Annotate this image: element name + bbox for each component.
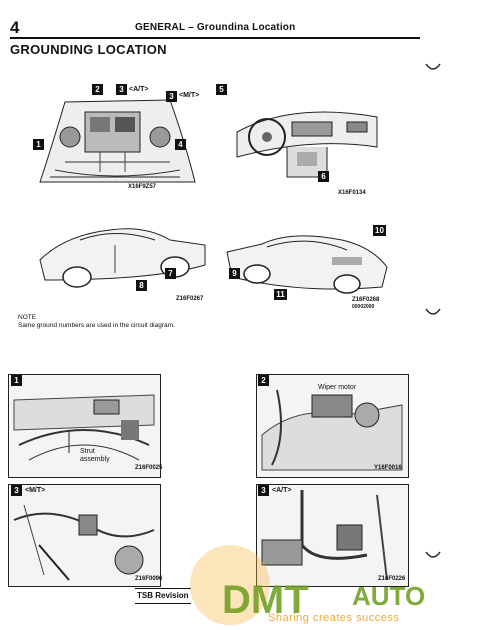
tsb-revision: TSB Revision	[137, 591, 189, 600]
note-text: Same ground numbers are used in the circ…	[18, 322, 175, 329]
figure-code-secondary: 00002000	[352, 304, 375, 310]
engine-bay-illustration	[30, 82, 200, 192]
panel-code: Y16F0016	[374, 465, 402, 471]
figure-code: Z16F0268	[352, 297, 380, 303]
figure-code: X16F0134	[338, 190, 366, 196]
note: NOTE Same ground numbers are used in the…	[18, 314, 175, 330]
ground-label-2: 2	[92, 84, 103, 95]
binder-mark-icon	[425, 551, 441, 558]
binder-mark-icon	[425, 308, 441, 315]
ground-label-8: 8	[136, 280, 147, 291]
panel-number: 3	[258, 485, 269, 496]
note-heading: NOTE	[18, 314, 37, 321]
svg-text:AUTO: AUTO	[352, 581, 425, 611]
panel-number: 1	[11, 375, 22, 386]
detail-panel-2	[256, 374, 409, 478]
running-title: GENERAL – Groundina Location	[135, 22, 296, 33]
page-number: 4	[10, 18, 20, 37]
dashboard-illustration	[232, 92, 382, 182]
mt-tag: <M/T>	[179, 92, 200, 99]
ground-label-5: 5	[216, 84, 227, 95]
ground-label-6: 6	[318, 171, 329, 182]
watermark-logo-icon: DMT AUTO	[222, 578, 425, 622]
ground-label-7: 7	[165, 268, 176, 279]
header-rule	[10, 37, 420, 39]
strut-assembly-callout: Strut assembly	[80, 448, 110, 463]
footer-box	[135, 588, 191, 604]
panel-code: Z16F0226	[378, 576, 406, 582]
ground-label-3-mt: 3	[166, 91, 177, 102]
wiper-motor-callout: Wiper motor	[318, 384, 357, 391]
panel-code: Z16F0096	[135, 576, 163, 582]
detail-panel-3-mt	[8, 484, 161, 587]
binder-mark-icon	[425, 63, 441, 70]
svg-text:DMT: DMT	[222, 578, 309, 622]
at-tag: <A/T>	[272, 487, 292, 494]
panel-number: 3	[11, 485, 22, 496]
figure-code: Z16F0267	[176, 296, 204, 302]
ground-label-9: 9	[229, 268, 240, 279]
ground-label-11: 11	[274, 289, 287, 300]
detail-panel-3-at	[256, 484, 409, 587]
watermark-logo-circle	[190, 545, 270, 625]
figure-code: X16F9Z57	[128, 184, 157, 190]
panel-code: Z16F0025	[135, 465, 163, 471]
car-right-illustration	[222, 222, 392, 302]
mt-tag: <M/T>	[25, 487, 46, 494]
detail-panel-1	[8, 374, 161, 478]
section-title: GROUNDING LOCATION	[10, 42, 167, 57]
panel-number: 2	[258, 375, 269, 386]
watermark-tagline: Sharing creates success	[268, 612, 400, 624]
ground-label-1: 1	[33, 139, 44, 150]
ground-label-10: 10	[373, 225, 386, 236]
car-left-illustration	[35, 215, 210, 295]
ground-label-4: 4	[175, 139, 186, 150]
at-tag: <A/T>	[129, 86, 149, 93]
ground-label-3-at: 3	[116, 84, 127, 95]
